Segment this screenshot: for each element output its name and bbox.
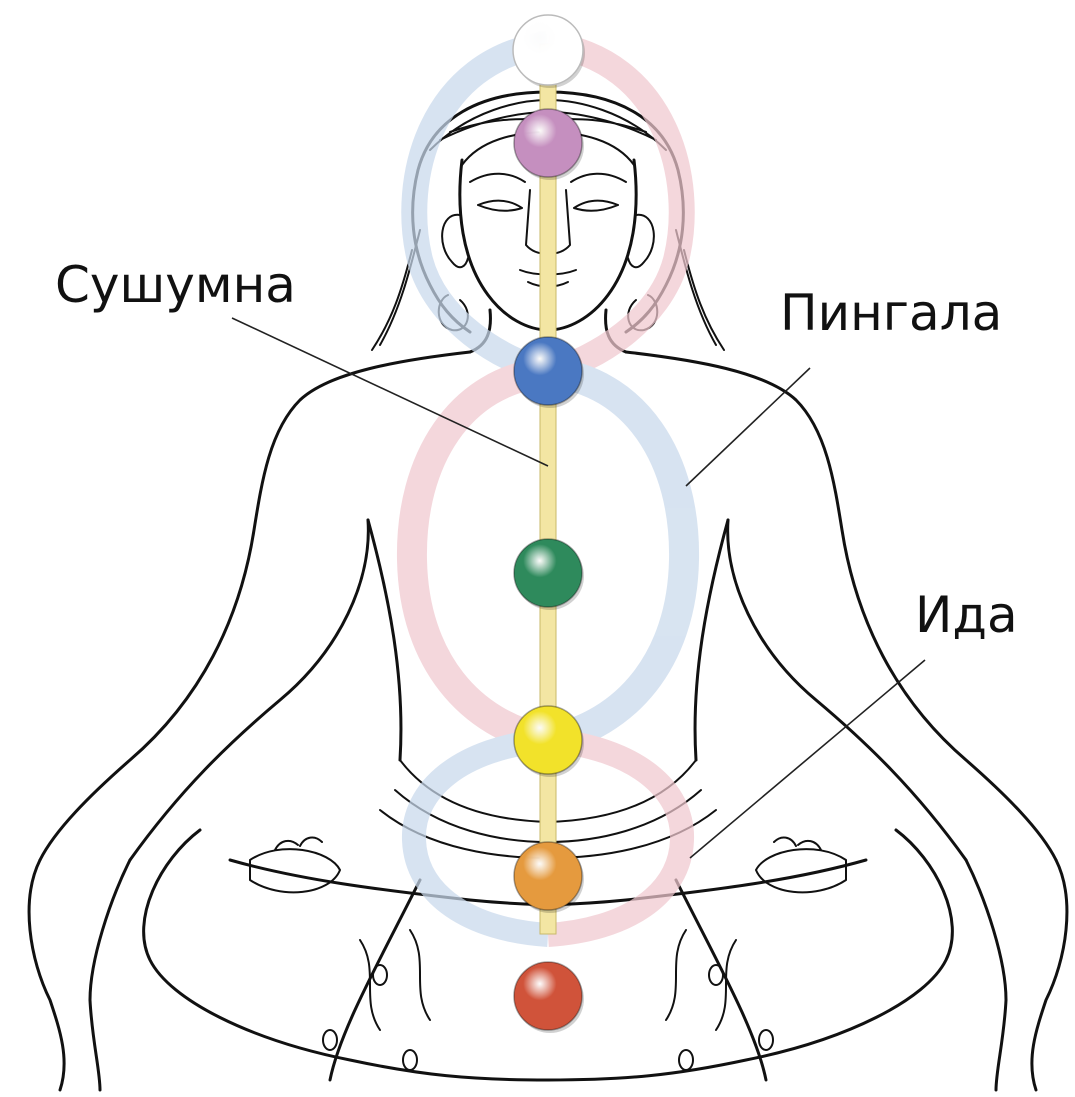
pingala-label: Пингала <box>780 284 1002 342</box>
chakra-sacral <box>514 842 582 910</box>
chakra-solar-plexus <box>514 706 582 774</box>
sushumna-label: Сушумна <box>55 256 296 314</box>
chakra-root <box>514 962 582 1030</box>
chakra-third-eye <box>514 109 582 177</box>
chakra-heart <box>514 539 582 607</box>
ida-leader-line <box>690 660 925 858</box>
chakra-crown <box>513 15 583 85</box>
chakra-throat <box>514 337 582 405</box>
pingala-leader-line <box>686 368 810 486</box>
ida-label: Ида <box>915 586 1018 644</box>
ida-channel-lower <box>414 740 548 935</box>
